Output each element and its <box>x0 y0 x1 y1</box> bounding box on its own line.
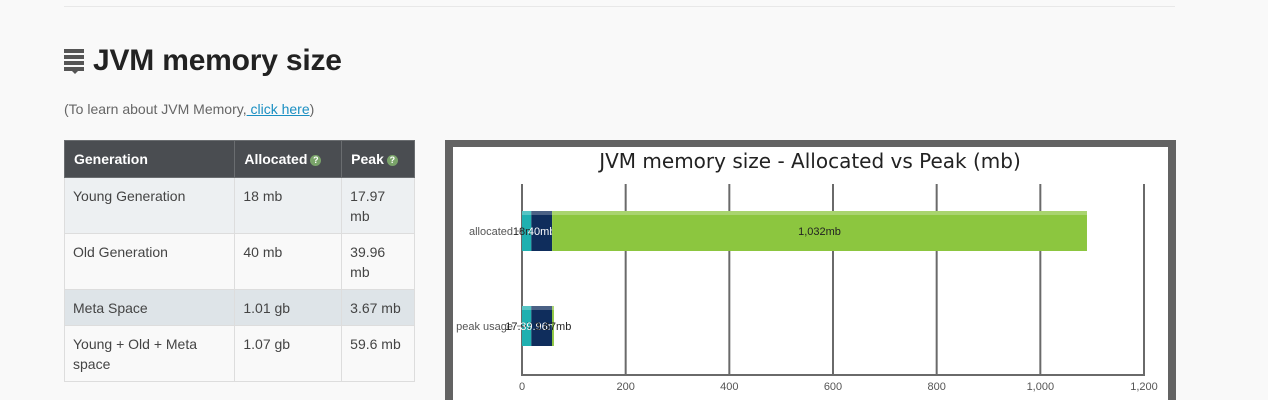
help-icon[interactable]: ? <box>310 155 322 166</box>
table-row: Old Generation 40 mb 39.96 mb <box>63 233 415 290</box>
header-generation: Generation <box>63 140 236 178</box>
bar-segment <box>552 211 1087 251</box>
x-tick-label: 0 <box>519 381 525 393</box>
chart-title: JVM memory size - Allocated vs Peak (mb) <box>597 149 1021 173</box>
bar-highlight <box>531 306 553 310</box>
bar-highlight <box>552 306 554 310</box>
x-tick-label: 200 <box>616 381 634 393</box>
table-cell: 39.96 mb <box>341 233 415 290</box>
section-heading: JVM memory size <box>64 44 342 78</box>
page-title: JVM memory size <box>93 44 342 77</box>
bar-highlight <box>552 211 1087 215</box>
memory-bar-chart: JVM memory size - Allocated vs Peak (mb)… <box>456 149 1158 393</box>
help-icon[interactable]: ? <box>386 155 398 166</box>
table-cell: 1.01 gb <box>234 289 343 326</box>
bar-highlight <box>531 211 553 215</box>
x-tick-label: 400 <box>720 381 738 393</box>
table-cell: 17.97 mb <box>341 177 415 234</box>
learn-more-text: (To learn about JVM Memory, click here) <box>64 101 314 117</box>
chart-panel: JVM memory size - Allocated vs Peak (mb)… <box>453 147 1168 400</box>
stack-icon <box>64 48 84 74</box>
header-allocated: Allocated? <box>234 140 343 178</box>
top-divider <box>64 6 1175 7</box>
table-cell: 59.6 mb <box>341 325 415 382</box>
table-cell: Young Generation <box>63 177 236 234</box>
bar-highlight <box>522 306 532 310</box>
table-cell: 40 mb <box>234 233 343 290</box>
bar-segment <box>522 306 532 346</box>
table-cell: Old Generation <box>63 233 236 290</box>
chart-frame: JVM memory size - Allocated vs Peak (mb)… <box>445 140 1176 400</box>
x-tick-label: 600 <box>824 381 842 393</box>
learn-suffix: ) <box>309 101 315 117</box>
header-peak: Peak? <box>341 140 415 178</box>
bar-highlight <box>522 211 532 215</box>
table-cell: Young + Old + Meta space <box>63 325 236 382</box>
table-row: Young Generation 18 mb 17.97 mb <box>63 177 415 234</box>
category-label: peak usage <box>456 321 513 333</box>
click-here-link[interactable]: click here <box>246 101 310 117</box>
table-cell: 18 mb <box>234 177 343 234</box>
x-tick-label: 1,200 <box>1130 381 1158 393</box>
data-label: 3.67mb <box>535 321 572 333</box>
table-cell: 1.07 gb <box>234 325 343 382</box>
x-tick-label: 1,000 <box>1027 381 1055 393</box>
memory-table: Generation Allocated? Peak? Young Genera… <box>63 140 415 382</box>
data-label: 1,032mb <box>798 226 841 238</box>
table-row: Young + Old + Meta space 1.07 gb 59.6 mb <box>63 325 415 382</box>
category-label: allocated <box>469 226 513 238</box>
x-tick-label: 800 <box>927 381 945 393</box>
table-header-row: Generation Allocated? Peak? <box>63 140 415 178</box>
table-row: Meta Space 1.01 gb 3.67 mb <box>63 289 415 326</box>
bar-segment <box>531 306 553 346</box>
learn-prefix: (To learn about JVM Memory, <box>64 101 247 117</box>
bar-segment <box>522 211 532 251</box>
bar-segment <box>531 211 553 251</box>
table-cell: Meta Space <box>63 289 236 326</box>
data-label: 40mb <box>528 226 556 238</box>
bar-segment <box>552 306 554 346</box>
table-cell: 3.67 mb <box>341 289 415 326</box>
